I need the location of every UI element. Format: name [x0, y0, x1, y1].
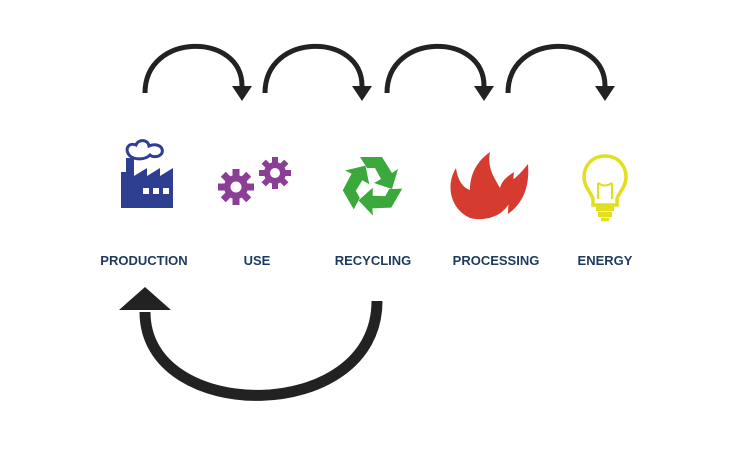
- arrow-arc: [262, 43, 365, 94]
- arrow-arc: [384, 43, 487, 94]
- lightbulb-icon: [582, 154, 628, 221]
- stage-label-processing: PROCESSING: [453, 253, 540, 268]
- arrowhead: [352, 86, 372, 101]
- stage-label-production: PRODUCTION: [100, 253, 187, 268]
- arrowhead: [474, 86, 494, 101]
- arrowhead: [119, 287, 171, 310]
- flow-arrow-processing-to-energy: [505, 43, 615, 101]
- flow-arrow-recycling-to-processing: [384, 43, 494, 101]
- factory-icon: [121, 139, 173, 208]
- flame-icon: [450, 152, 529, 220]
- flow-arrow-recycling-to-production: [119, 287, 383, 401]
- arrowhead: [232, 86, 252, 101]
- arrowhead: [595, 86, 615, 101]
- gears-icon: [218, 157, 291, 205]
- flow-arrow-use-to-recycling: [262, 43, 372, 101]
- arrow-arc: [142, 43, 245, 94]
- stage-label-energy: ENERGY: [578, 253, 633, 268]
- recycle-icon: [342, 157, 403, 216]
- stage-label-recycling: RECYCLING: [335, 253, 412, 268]
- arrow-arc: [139, 300, 383, 401]
- stage-label-use: USE: [244, 253, 271, 268]
- flow-arrow-production-to-use: [142, 43, 252, 101]
- arrow-arc: [505, 43, 608, 94]
